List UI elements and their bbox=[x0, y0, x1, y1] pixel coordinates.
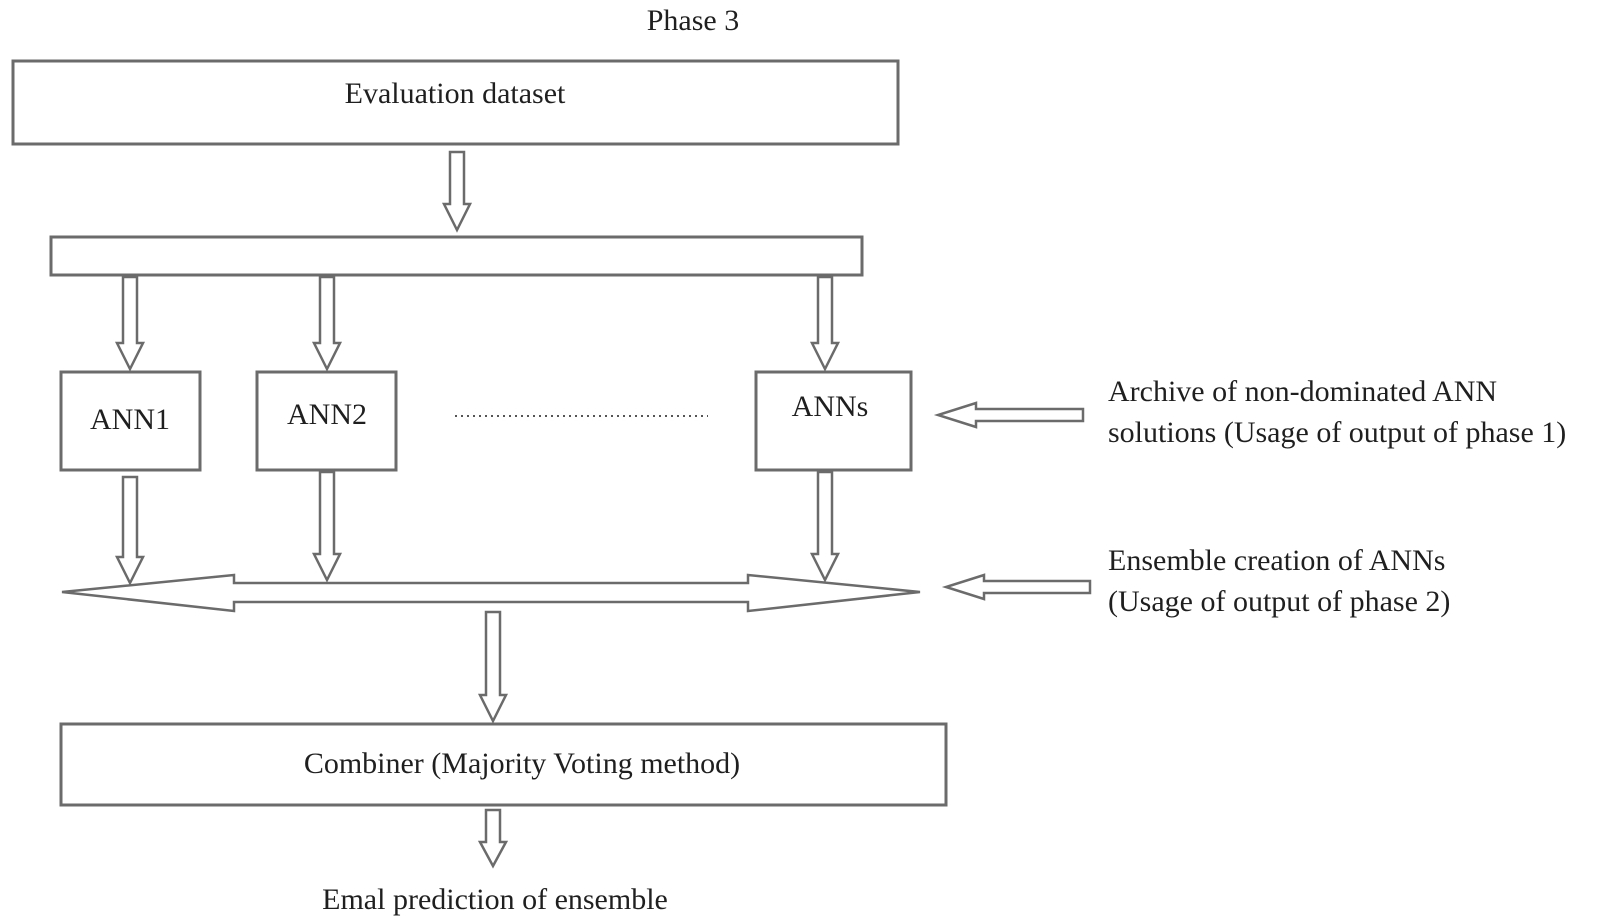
ann1-box bbox=[59, 370, 202, 472]
ensemble-annotation-line2: (Usage of output of phase 2) bbox=[1108, 585, 1451, 618]
arrow-anns-to-ensemble bbox=[809, 470, 841, 583]
combiner-label: Combiner (Majority Voting method) bbox=[303, 747, 741, 780]
anns-box bbox=[754, 370, 913, 472]
arrow-bar-to-anns bbox=[809, 275, 841, 372]
diagram-title: Phase 3 bbox=[646, 4, 740, 37]
arrow-combiner-to-prediction bbox=[477, 808, 509, 869]
ensemble-annotation: Ensemble creation of ANNs (Usage of outp… bbox=[1108, 540, 1450, 622]
final-prediction-label: Emal prediction of ensemble bbox=[322, 883, 668, 916]
arrow-archive-to-anns bbox=[933, 401, 1085, 429]
ensemble-annotation-line1: Ensemble creation of ANNs bbox=[1108, 544, 1446, 577]
arrow-ann1-to-ensemble bbox=[114, 475, 146, 586]
ann1-label: ANN1 bbox=[90, 403, 170, 436]
evaluation-dataset-box bbox=[11, 59, 900, 146]
anns-label: ANNs bbox=[791, 390, 869, 423]
evaluation-dataset-label: Evaluation dataset bbox=[344, 77, 566, 110]
arrow-dataset-to-bar bbox=[441, 150, 473, 233]
ann2-box bbox=[255, 370, 398, 472]
arrow-ensemble-annotation bbox=[941, 573, 1092, 601]
arrow-ensemble-to-combiner bbox=[477, 610, 509, 724]
archive-annotation: Archive of non-dominated ANN solutions (… bbox=[1108, 371, 1566, 453]
arrow-bar-to-ann1 bbox=[114, 275, 146, 372]
ann2-label: ANN2 bbox=[287, 398, 367, 431]
ensemble-double-arrow bbox=[61, 573, 921, 613]
arrow-ann2-to-ensemble bbox=[311, 470, 343, 583]
archive-annotation-line1: Archive of non-dominated ANN bbox=[1108, 375, 1498, 408]
archive-annotation-line2: solutions (Usage of output of phase 1) bbox=[1108, 416, 1567, 449]
distribution-bar bbox=[49, 235, 864, 277]
combiner-box bbox=[59, 722, 948, 807]
arrow-bar-to-ann2 bbox=[311, 275, 343, 372]
